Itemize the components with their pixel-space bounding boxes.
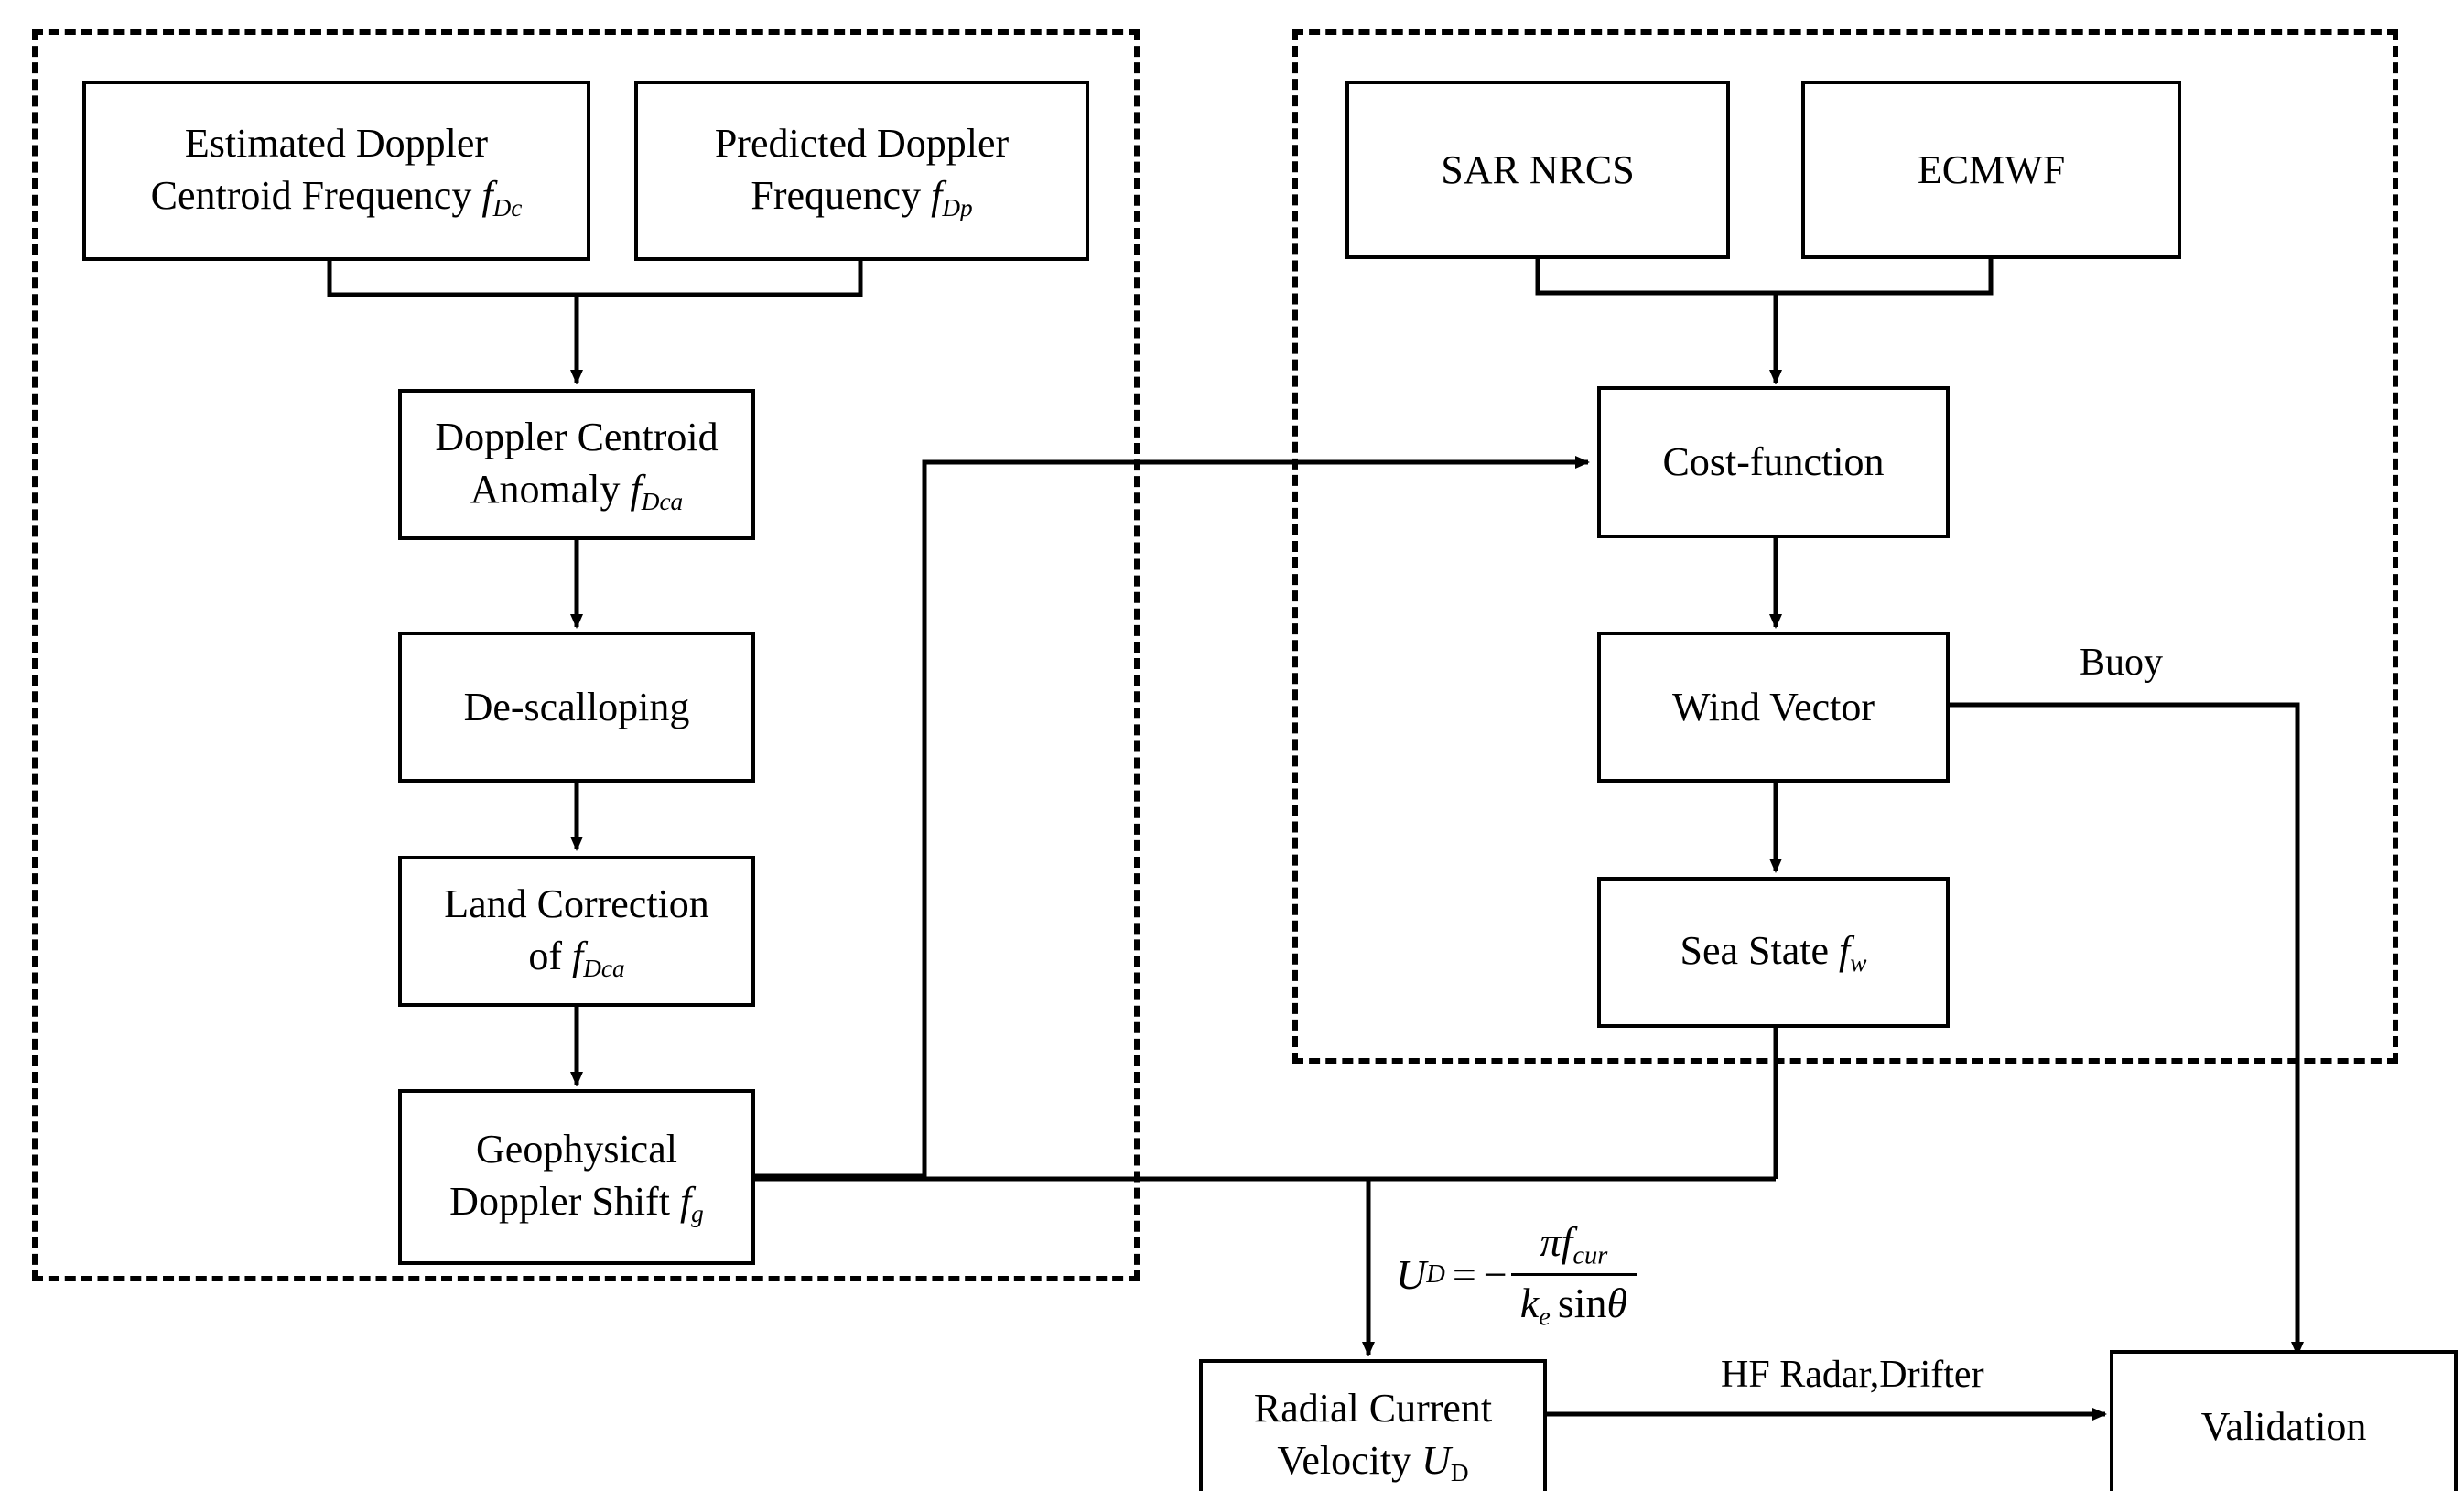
node-radial-current-velocity[interactable]: Radial Current Velocity UD bbox=[1199, 1359, 1547, 1491]
node-geophysical-line2: Doppler Shift bbox=[449, 1179, 670, 1225]
node-cost-function[interactable]: Cost-function bbox=[1597, 386, 1950, 538]
node-geophysical-line1: Geophysical bbox=[476, 1127, 677, 1172]
node-land-correction-line1: Land Correction bbox=[444, 881, 709, 926]
node-radial-current-subscript: D bbox=[1450, 1459, 1469, 1487]
equation-numerator: πfcur bbox=[1531, 1217, 1617, 1273]
equation-pi: π bbox=[1540, 1218, 1562, 1265]
node-de-scalloping-label: De-scalloping bbox=[463, 684, 690, 729]
edge-label-buoy: Buoy bbox=[2080, 642, 2164, 684]
node-de-scalloping[interactable]: De-scalloping bbox=[398, 632, 755, 783]
node-estimated-doppler-line2: Centroid Frequency bbox=[150, 172, 472, 218]
node-sea-state[interactable]: Sea State fw bbox=[1597, 877, 1950, 1028]
node-wind-vector-label: Wind Vector bbox=[1671, 684, 1875, 729]
equation-k: k bbox=[1519, 1279, 1540, 1326]
wire-geophysical-to-costfunction bbox=[755, 456, 1590, 1179]
equation-minus-sign: − bbox=[1483, 1251, 1508, 1299]
node-anomaly-subscript: Dca bbox=[641, 487, 684, 515]
node-anomaly-line1: Doppler Centroid bbox=[435, 414, 719, 459]
node-radial-current-line2: Velocity bbox=[1277, 1438, 1412, 1484]
node-land-correction[interactable]: Land Correction of fDca bbox=[398, 856, 755, 1007]
node-land-correction-subscript: Dca bbox=[583, 954, 625, 982]
node-land-correction-symbol: f bbox=[571, 933, 584, 978]
node-sar-nrcs[interactable]: SAR NRCS bbox=[1345, 81, 1730, 259]
node-sea-state-symbol: f bbox=[1839, 928, 1851, 974]
node-geophysical-symbol: f bbox=[679, 1179, 692, 1225]
equation-lhs-subscript: D bbox=[1426, 1259, 1445, 1289]
node-geophysical-subscript: g bbox=[691, 1200, 704, 1228]
node-anomaly-line2: Anomaly bbox=[470, 466, 621, 512]
node-ecmwf[interactable]: ECMWF bbox=[1801, 81, 2181, 259]
node-doppler-centroid-anomaly[interactable]: Doppler Centroid Anomaly fDca bbox=[398, 389, 755, 540]
node-sea-state-subscript: w bbox=[1850, 949, 1867, 978]
edge-label-hf-radar-drifter: HF Radar,Drifter bbox=[1721, 1354, 1984, 1396]
node-estimated-doppler-subscript: Dc bbox=[492, 193, 523, 221]
equation-numerator-f: f bbox=[1561, 1218, 1573, 1265]
node-radial-current-line1: Radial Current bbox=[1253, 1386, 1493, 1432]
node-sar-nrcs-label: SAR NRCS bbox=[1441, 146, 1635, 192]
node-wind-vector[interactable]: Wind Vector bbox=[1597, 632, 1950, 783]
node-predicted-doppler-symbol: f bbox=[931, 172, 943, 218]
node-estimated-doppler-line1: Estimated Doppler bbox=[184, 120, 489, 166]
node-radial-current-symbol: U bbox=[1421, 1438, 1451, 1484]
node-estimated-doppler-centroid-frequency[interactable]: Estimated Doppler Centroid Frequency fDc bbox=[82, 81, 590, 261]
equation-lhs: U bbox=[1396, 1251, 1427, 1299]
node-ecmwf-label: ECMWF bbox=[1917, 146, 2066, 192]
equation-numerator-f-subscript: cur bbox=[1572, 1241, 1608, 1270]
equation-theta: θ bbox=[1606, 1279, 1628, 1326]
equation-relation: = bbox=[1452, 1251, 1476, 1299]
node-land-correction-line2: of bbox=[528, 933, 562, 978]
node-estimated-doppler-symbol: f bbox=[481, 172, 493, 218]
node-sea-state-label: Sea State bbox=[1680, 928, 1830, 974]
node-predicted-doppler-subscript: Dp bbox=[942, 193, 973, 221]
node-anomaly-symbol: f bbox=[630, 466, 642, 512]
node-validation-label: Validation bbox=[2200, 1404, 2367, 1450]
equation-k-subscript: e bbox=[1539, 1302, 1551, 1332]
wind-retrieval-group bbox=[1292, 29, 2398, 1064]
doppler-processing-group bbox=[32, 29, 1140, 1281]
wire-windvector-to-validation bbox=[1931, 702, 2304, 1356]
equation-sin: sin bbox=[1557, 1279, 1607, 1326]
node-predicted-doppler-frequency[interactable]: Predicted Doppler Frequency fDp bbox=[634, 81, 1089, 261]
wire-sources-merge-left bbox=[327, 261, 863, 297]
wire-sources-merge-right bbox=[1535, 259, 1994, 296]
node-validation[interactable]: Validation bbox=[2110, 1350, 2458, 1491]
node-predicted-doppler-line2: Frequency bbox=[751, 172, 922, 218]
node-predicted-doppler-line1: Predicted Doppler bbox=[714, 120, 1010, 166]
node-geophysical-doppler-shift[interactable]: Geophysical Doppler Shift fg bbox=[398, 1089, 755, 1265]
node-cost-function-label: Cost-function bbox=[1662, 439, 1885, 485]
